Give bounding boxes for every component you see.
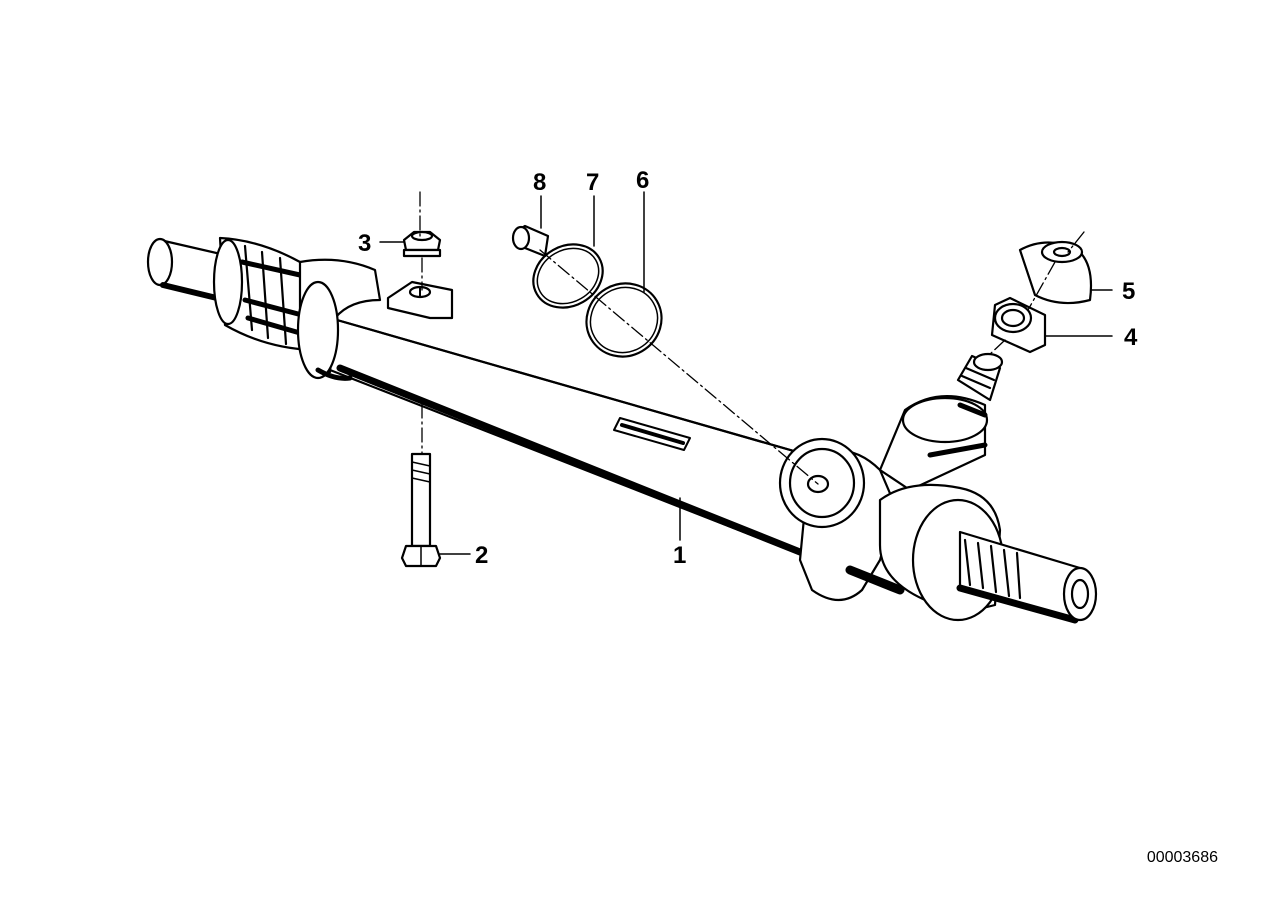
right-rack-end <box>845 530 1098 624</box>
callout-1: 1 <box>673 542 686 569</box>
dust-cover <box>1018 240 1093 305</box>
callout-5: 5 <box>1122 278 1135 305</box>
callout-4: 4 <box>1124 324 1138 351</box>
plug <box>511 224 550 258</box>
callout-7: 7 <box>586 169 599 196</box>
pinion-housing <box>778 395 989 602</box>
bolt <box>400 452 442 568</box>
small-o-ring <box>532 243 604 309</box>
callout-6: 6 <box>636 167 649 194</box>
mounting-bracket <box>386 280 454 320</box>
assembly-lines <box>419 191 1085 485</box>
callout-8: 8 <box>533 169 546 196</box>
document-number: 00003686 <box>1146 849 1218 866</box>
leader-lines <box>379 191 1113 555</box>
callout-2: 2 <box>475 542 488 569</box>
left-collar <box>296 258 382 381</box>
sealing-ring <box>990 296 1047 354</box>
left-bellows <box>212 236 314 352</box>
callout-3: 3 <box>358 230 371 257</box>
large-o-ring <box>585 282 663 358</box>
pinion-shaft <box>956 352 1004 402</box>
nut <box>402 230 442 258</box>
steering-rack-housing <box>328 316 862 562</box>
